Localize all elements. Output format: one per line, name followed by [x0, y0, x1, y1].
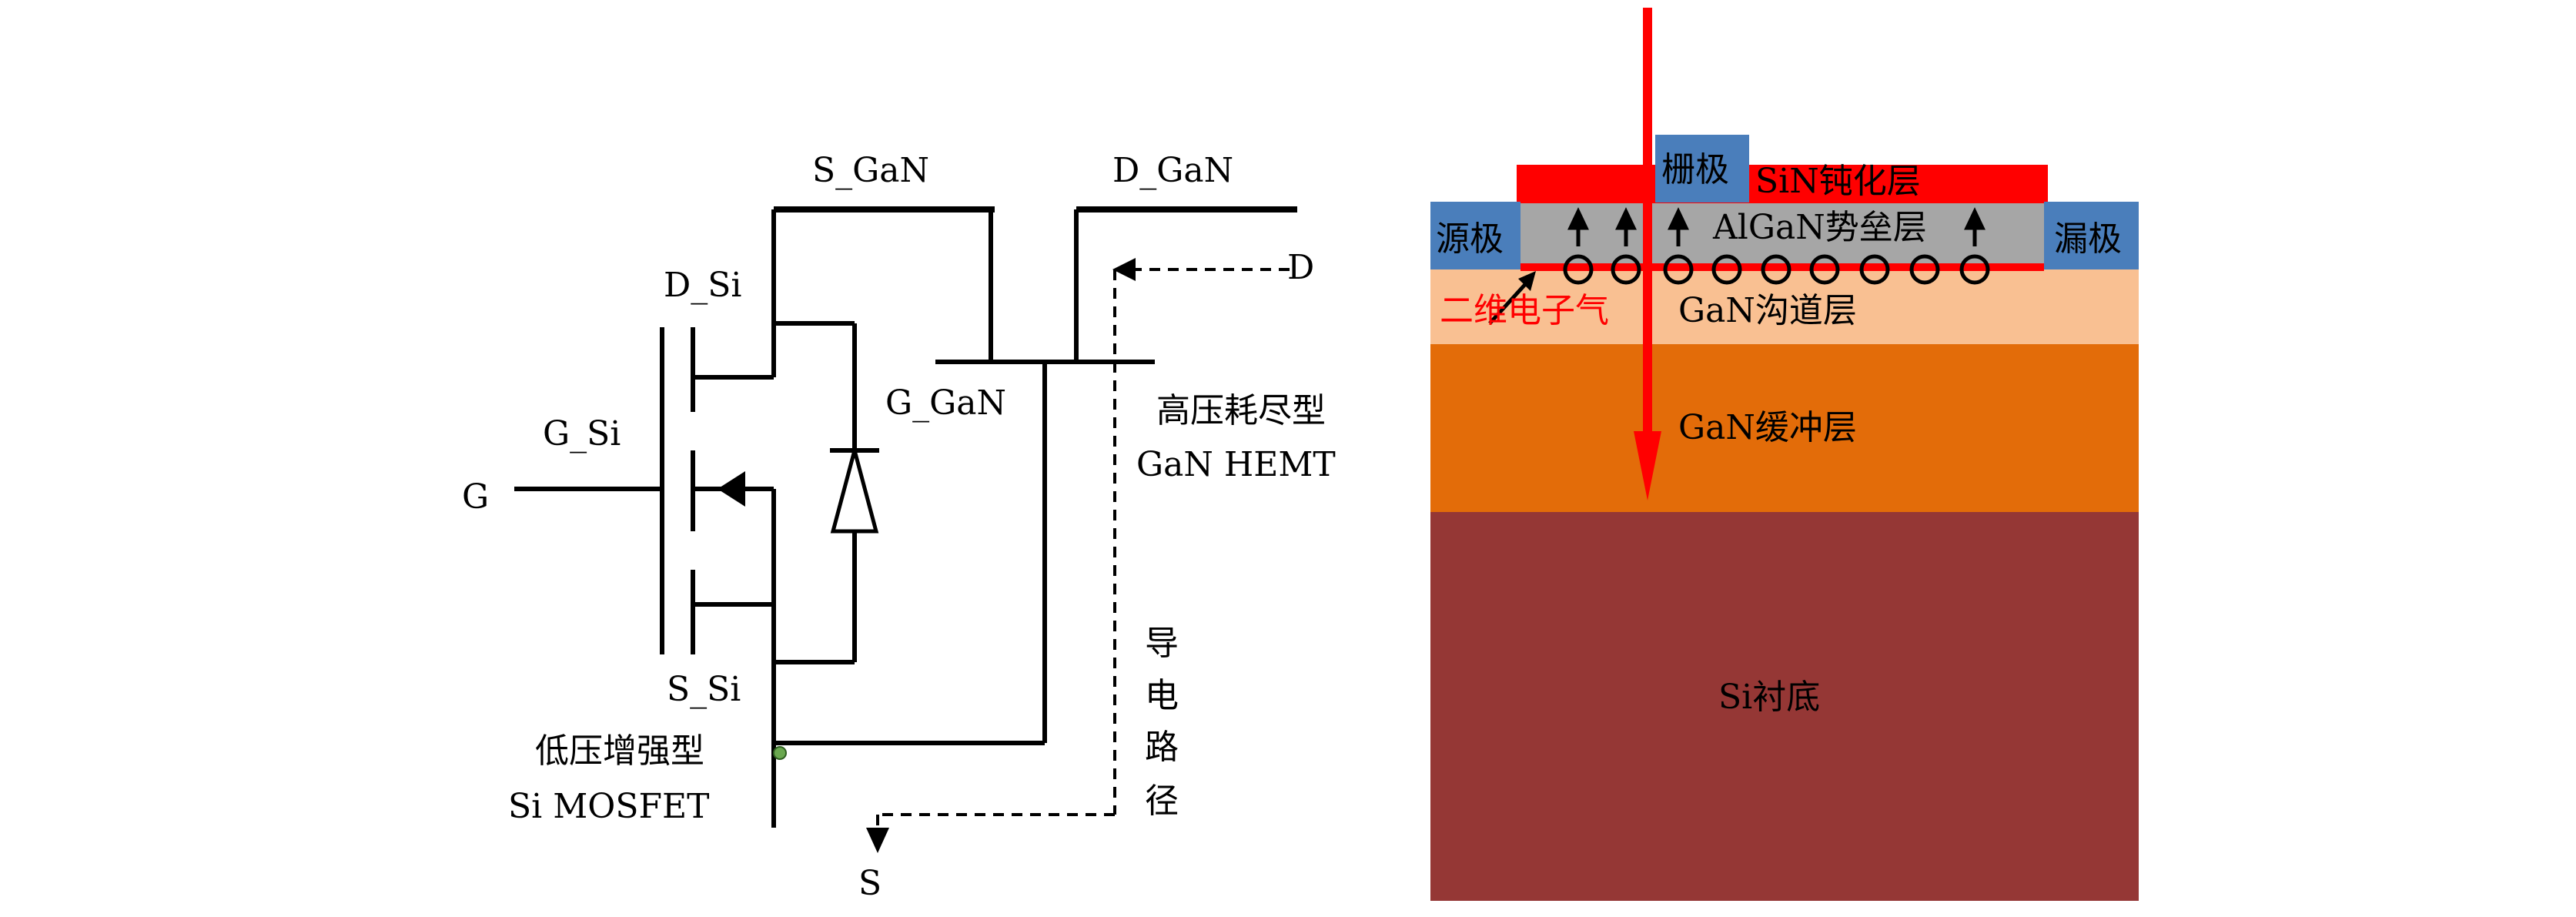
gate-gan-label: G_GaN — [885, 383, 1006, 423]
path-label-char-4: 径 — [1145, 781, 1179, 821]
hemt-label-line1: 高压耗尽型 — [1156, 391, 1326, 430]
channel-label: GaN沟道层 — [1678, 291, 1857, 330]
2deg-pointer — [1488, 279, 1530, 325]
mosfet-label-line2: Si MOSFET — [508, 787, 709, 826]
channel-layer — [1430, 269, 2139, 344]
path-label-char-1: 导 — [1145, 624, 1179, 663]
gate-electrode — [1655, 135, 1749, 202]
terminal-s-label: S — [858, 864, 882, 903]
gate-electrode-label: 栅极 — [1661, 150, 1729, 189]
2deg-line — [1521, 263, 2044, 271]
source-gan-label: S_GaN — [812, 151, 929, 190]
drain-electrode-label: 漏极 — [2054, 219, 2122, 259]
barrier-label: AlGaN势垒层 — [1712, 208, 1927, 247]
source-si-label: S_Si — [667, 670, 741, 709]
drain-electrode — [2044, 202, 2139, 269]
conduction-path — [876, 268, 1290, 832]
device-cross-section: 栅极 SiN钝化层 源极 漏极 AlGaN势垒层 二维电子气 GaN沟道层 Ga… — [1430, 8, 2139, 901]
path-label-char-3: 路 — [1145, 728, 1179, 767]
source-electrode — [1430, 202, 1521, 269]
mosfet-label-line1: 低压增强型 — [535, 731, 704, 771]
passivation-layer — [1517, 165, 2048, 203]
passivation-label: SiN钝化层 — [1755, 162, 1921, 201]
path-arrow-s — [866, 828, 889, 853]
path-label-char-2: 电 — [1145, 676, 1179, 715]
2deg-label: 二维电子气 — [1440, 291, 1609, 330]
path-arrow-d — [1112, 258, 1136, 281]
drain-gan-label: D_GaN — [1112, 151, 1233, 190]
buffer-label: GaN缓冲层 — [1678, 408, 1857, 447]
source-node — [773, 746, 787, 760]
electron-circles — [1563, 254, 1990, 285]
barrier-layer — [1521, 202, 2044, 263]
hemt-label-line2: GaN HEMT — [1136, 445, 1336, 484]
body-diode — [830, 443, 879, 534]
substrate-label: Si衬底 — [1718, 678, 1820, 717]
polarization-arrows — [1567, 207, 1986, 246]
terminal-d-label: D — [1287, 248, 1314, 287]
substrate-layer — [1430, 512, 2139, 901]
buffer-layer — [1430, 344, 2139, 512]
gate-si-label: G_Si — [543, 414, 621, 453]
terminal-g-label: G — [462, 477, 489, 517]
source-electrode-label: 源极 — [1436, 219, 1504, 259]
mosfet-body-arrow — [718, 471, 745, 507]
drain-si-label: D_Si — [664, 266, 742, 305]
